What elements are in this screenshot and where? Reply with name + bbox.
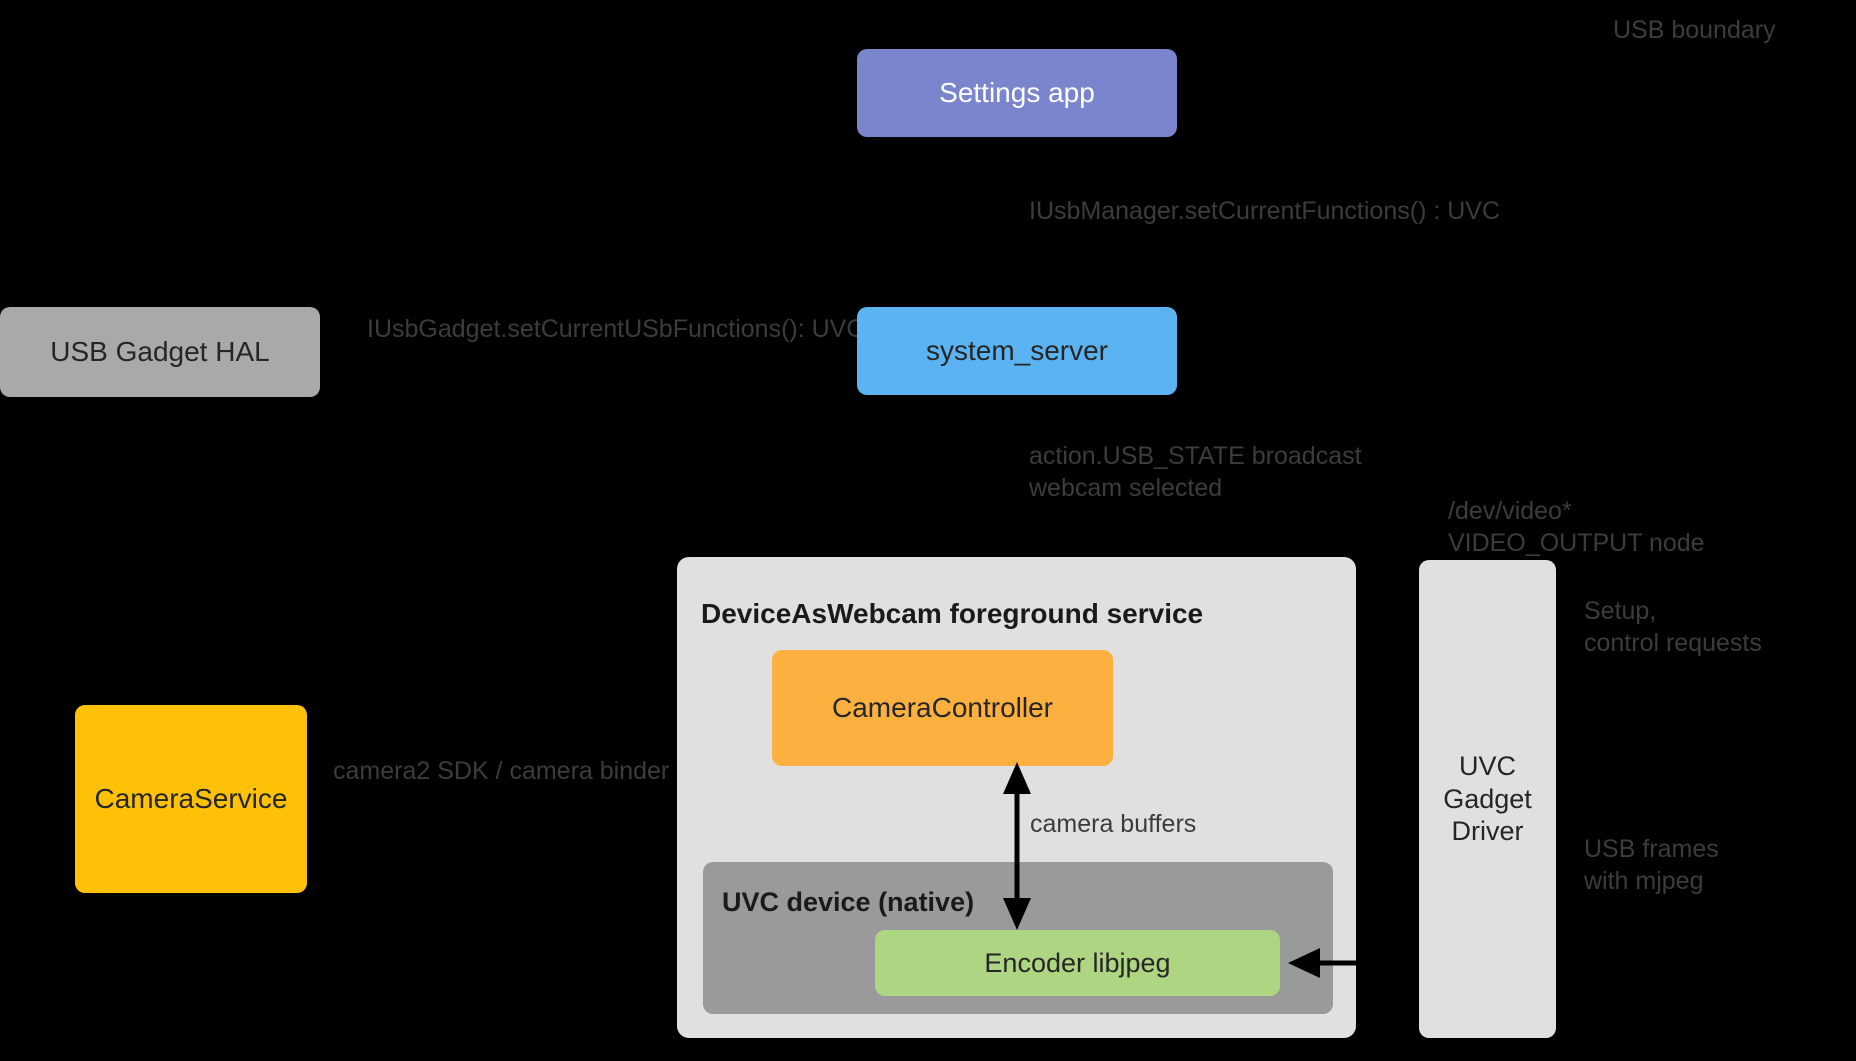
edge-label-usb-frames-mjpeg: USB frames with mjpeg <box>1584 835 1719 895</box>
node-camera-controller[interactable]: CameraController <box>772 650 1113 766</box>
edge-label-setup-control-requests: Setup, control requests <box>1584 597 1762 657</box>
node-uvc-gadget-driver[interactable]: UVC Gadget Driver <box>1419 560 1556 1038</box>
node-system-server[interactable]: system_server <box>857 307 1177 395</box>
uvc-device-title: UVC device (native) <box>722 887 975 917</box>
edge-label-iusbmanager: IUsbManager.setCurrentFunctions() : UVC <box>1029 197 1501 225</box>
node-camera-service[interactable]: CameraService <box>75 705 307 893</box>
edge-label-camera2-binder: camera2 SDK / camera binder <box>333 757 670 785</box>
edge-label-iusbgadget: IUsbGadget.setCurrentUSbFunctions(): UVC <box>367 315 865 343</box>
node-usb-gadget-hal[interactable]: USB Gadget HAL <box>0 307 320 397</box>
node-encoder-libjpeg[interactable]: Encoder libjpeg <box>875 930 1280 996</box>
usb-boundary-label: USB boundary <box>1613 16 1776 44</box>
deviceaswebcam-service-title: DeviceAsWebcam foreground service <box>701 598 1204 629</box>
edge-label-camera-buffers: camera buffers <box>1030 810 1197 838</box>
edge-label-usb-state-broadcast: action.USB_STATE broadcast webcam select… <box>1029 442 1362 502</box>
edge-label-dev-video-node: /dev/video* VIDEO_OUTPUT node <box>1448 497 1705 557</box>
node-settings-app[interactable]: Settings app <box>857 49 1177 137</box>
